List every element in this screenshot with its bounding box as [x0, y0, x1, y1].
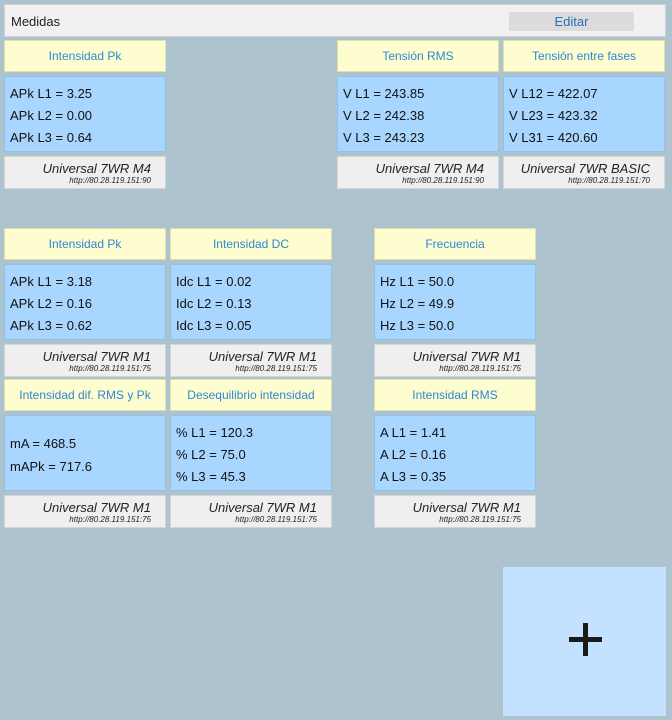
card-values: V L12 = 422.07 V L23 = 423.32 V L31 = 42…: [503, 76, 665, 152]
card-footer: Universal 7WR M1 http://80.28.119.151:75: [4, 344, 166, 377]
device-name: Universal 7WR M1: [412, 500, 521, 515]
card-header: Frecuencia: [374, 228, 536, 260]
device-name: Universal 7WR BASIC: [520, 161, 650, 176]
card-footer: Universal 7WR M1 http://80.28.119.151:75: [170, 495, 332, 528]
top-bar: Medidas Editar: [4, 4, 666, 37]
card-footer: Universal 7WR M4 http://80.28.119.151:90: [337, 156, 499, 189]
value-line: V L3 = 243.23: [343, 130, 425, 145]
value-line: APk L2 = 0.16: [10, 296, 93, 311]
card-values: mA = 468.5 mAPk = 717.6: [4, 415, 166, 491]
card-footer: Universal 7WR M4 http://80.28.119.151:90: [4, 156, 166, 189]
value-line: V L1 = 243.85: [343, 86, 425, 101]
device-name: Universal 7WR M4: [42, 161, 151, 176]
value-line: V L23 = 423.32: [509, 108, 598, 123]
value-line: APk L3 = 0.64: [10, 130, 93, 145]
page-title: Medidas: [11, 14, 61, 29]
device-url: http://80.28.119.151:75: [235, 364, 317, 373]
device-url: http://80.28.119.151:75: [69, 364, 151, 373]
card-values: A L1 = 1.41 A L2 = 0.16 A L3 = 0.35: [374, 415, 536, 491]
device-name: Universal 7WR M4: [375, 161, 484, 176]
value-line: V L2 = 242.38: [343, 108, 425, 123]
value-line: APk L1 = 3.18: [10, 274, 93, 289]
device-url: http://80.28.119.151:75: [69, 515, 151, 524]
card-header: Tensión entre fases: [503, 40, 665, 72]
value-line: A L2 = 0.16: [380, 447, 447, 462]
device-name: Universal 7WR M1: [412, 349, 521, 364]
value-line: V L31 = 420.60: [509, 130, 598, 145]
card-values: V L1 = 243.85 V L2 = 242.38 V L3 = 243.2…: [337, 76, 499, 152]
value-line: APk L3 = 0.62: [10, 318, 93, 333]
card-footer: Universal 7WR BASIC http://80.28.119.151…: [503, 156, 665, 189]
device-name: Universal 7WR M1: [208, 349, 317, 364]
add-widget-button[interactable]: [503, 567, 666, 716]
device-url: http://80.28.119.151:90: [69, 176, 151, 185]
card-values: Idc L1 = 0.02 Idc L2 = 0.13 Idc L3 = 0.0…: [170, 264, 332, 340]
device-name: Universal 7WR M1: [208, 500, 317, 515]
card-header: Intensidad dif. RMS y Pk: [4, 379, 166, 411]
card-footer: Universal 7WR M1 http://80.28.119.151:75: [170, 344, 332, 377]
card-header: Intensidad Pk: [4, 40, 166, 72]
value-line: % L3 = 45.3: [176, 469, 246, 484]
device-url: http://80.28.119.151:90: [402, 176, 484, 185]
card-header: Intensidad Pk: [4, 228, 166, 260]
value-line: Idc L2 = 0.13: [176, 296, 252, 311]
value-line: mAPk = 717.6: [10, 458, 93, 474]
card-values: APk L1 = 3.18 APk L2 = 0.16 APk L3 = 0.6…: [4, 264, 166, 340]
value-line: A L1 = 1.41: [380, 425, 447, 440]
card-header: Intensidad DC: [170, 228, 332, 260]
card-footer: Universal 7WR M1 http://80.28.119.151:75: [374, 495, 536, 528]
device-name: Universal 7WR M1: [42, 500, 151, 515]
card-header: Desequilibrio intensidad: [170, 379, 332, 411]
value-line: Hz L3 = 50.0: [380, 318, 455, 333]
card-values: APk L1 = 3.25 APk L2 = 0.00 APk L3 = 0.6…: [4, 76, 166, 152]
card-values: Hz L1 = 50.0 Hz L2 = 49.9 Hz L3 = 50.0: [374, 264, 536, 340]
card-footer: Universal 7WR M1 http://80.28.119.151:75: [374, 344, 536, 377]
device-url: http://80.28.119.151:70: [568, 176, 650, 185]
device-name: Universal 7WR M1: [42, 349, 151, 364]
value-line: A L3 = 0.35: [380, 469, 447, 484]
value-line: Hz L2 = 49.9: [380, 296, 455, 311]
value-line: Idc L3 = 0.05: [176, 318, 252, 333]
value-line: V L12 = 422.07: [509, 86, 598, 101]
value-line: APk L1 = 3.25: [10, 86, 93, 101]
card-header: Intensidad RMS: [374, 379, 536, 411]
device-url: http://80.28.119.151:75: [235, 515, 317, 524]
value-line: APk L2 = 0.00: [10, 108, 93, 123]
card-header: Tensión RMS: [337, 40, 499, 72]
device-url: http://80.28.119.151:75: [439, 364, 521, 373]
value-line: Hz L1 = 50.0: [380, 274, 455, 289]
value-line: mA = 468.5: [10, 436, 77, 451]
card-footer: Universal 7WR M1 http://80.28.119.151:75: [4, 495, 166, 528]
edit-button[interactable]: Editar: [509, 12, 634, 31]
card-values: % L1 = 120.3 % L2 = 75.0 % L3 = 45.3: [170, 415, 332, 491]
value-line: % L2 = 75.0: [176, 447, 246, 462]
value-line: Idc L1 = 0.02: [176, 274, 252, 289]
value-line: % L1 = 120.3: [176, 425, 253, 440]
device-url: http://80.28.119.151:75: [439, 515, 521, 524]
